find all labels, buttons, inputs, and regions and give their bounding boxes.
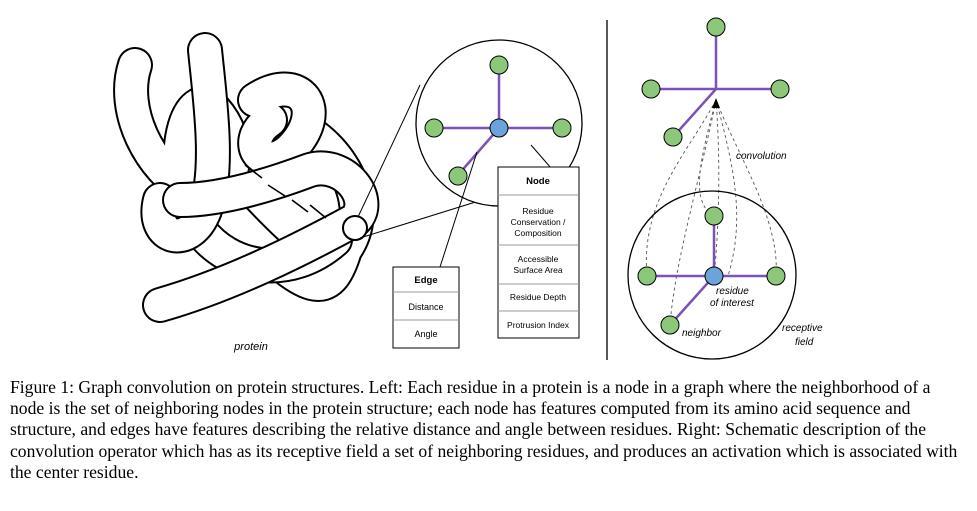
receptive-field-label-line1: receptive: [782, 323, 823, 334]
edge-feature-angle: Angle: [414, 329, 437, 339]
neighbor-node: [489, 55, 509, 75]
residue-label-line1: residue: [716, 286, 749, 297]
protein-label: protein: [233, 341, 268, 353]
left-graph-edges: [434, 65, 562, 176]
convolution-arrowhead: [712, 98, 720, 108]
residue-label-line2: of interest: [710, 298, 755, 309]
figure-diagram: Edge Distance Angle Node Residue Conserv…: [113, 17, 823, 360]
output-neighbor-node: [706, 17, 726, 37]
input-neighbor-node: [637, 266, 657, 286]
convolution-label: convolution: [736, 151, 787, 162]
center-node: [489, 118, 509, 138]
protein-illustration: [113, 32, 380, 323]
output-neighbor-node: [663, 127, 683, 147]
neighbor-node: [552, 118, 572, 138]
residue-of-interest-node: [704, 266, 724, 286]
edge-table-header: Edge: [414, 275, 437, 286]
neighbor-node: [448, 166, 468, 186]
node-feature-protrusion: Protrusion Index: [507, 320, 570, 330]
node-feature-conservation-line1: Residue: [522, 206, 553, 216]
node-feature-surface-line1: Accessible: [518, 254, 559, 264]
zoom-line-top: [357, 84, 421, 218]
input-neighbor-node: [704, 206, 724, 226]
receptive-field-circle: [627, 190, 797, 360]
output-neighbor-node: [770, 79, 790, 99]
node-feature-table: Node Residue Conservation / Composition …: [497, 166, 580, 339]
input-neighbor-node: [766, 266, 786, 286]
convolution-dashed-lines: [645, 99, 777, 326]
input-neighbor-node: [660, 315, 680, 335]
node-feature-depth: Residue Depth: [510, 292, 567, 302]
node-table-header: Node: [526, 176, 550, 187]
node-feature-conservation-line3: Composition: [514, 228, 562, 238]
edge-pointer-line: [439, 151, 478, 268]
node-feature-surface-line2: Surface Area: [513, 265, 562, 275]
receptive-field-label-line2: field: [795, 337, 814, 348]
node-pointer-line: [530, 144, 552, 169]
edge-feature-distance: Distance: [408, 302, 443, 312]
output-graph-edges: [651, 27, 780, 138]
input-graph-edges: [647, 216, 776, 326]
neighbor-label: neighbor: [682, 328, 722, 339]
output-neighbor-node: [641, 79, 661, 99]
edge-feature-table: Edge Distance Angle: [392, 266, 460, 349]
neighbor-node: [424, 118, 444, 138]
figure-caption: Figure 1: Graph convolution on protein s…: [10, 377, 958, 482]
node-feature-conservation-line2: Conservation /: [511, 217, 566, 227]
